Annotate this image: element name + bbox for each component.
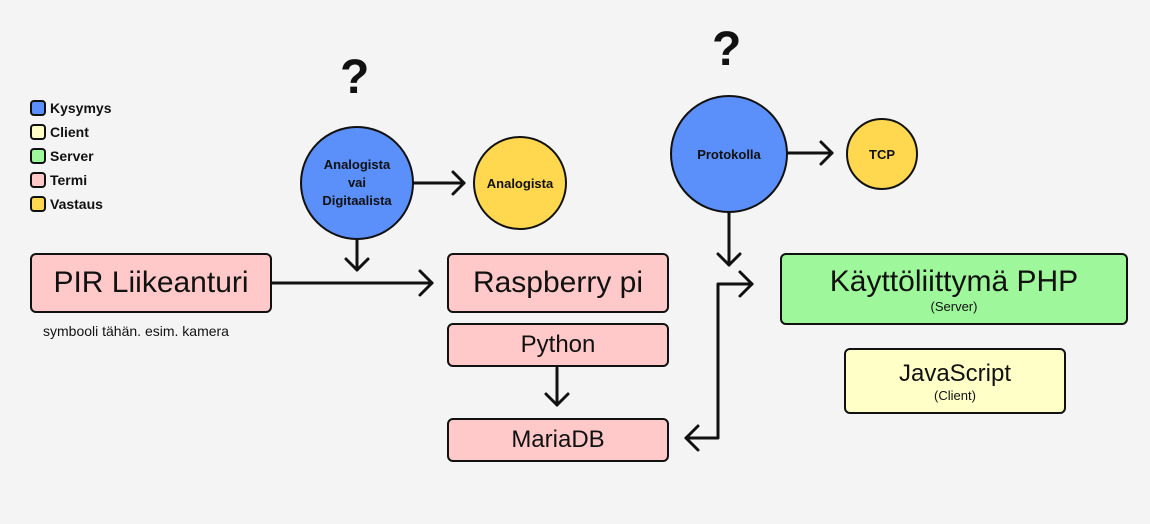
kayttoliittyma-sublabel: (Server) <box>930 298 978 314</box>
legend-label: Client <box>50 124 89 140</box>
mariadb-label: MariaDB <box>511 426 605 453</box>
answer-analogista: Analogista <box>473 136 567 230</box>
legend-label: Termi <box>50 172 88 188</box>
answer-label: Analogista <box>486 175 554 191</box>
legend-item-client: Client <box>30 120 112 144</box>
arrow-protokolla-down <box>716 208 742 267</box>
legend-item-kysymys: Kysymys <box>30 96 112 120</box>
legend-swatch <box>30 172 46 188</box>
arrow-python-to-mariadb <box>544 366 570 407</box>
arrow-question-to-signal <box>344 236 370 272</box>
legend-item-server: Server <box>30 144 112 168</box>
pir-node: PIR Liikeanturi <box>30 253 272 313</box>
legend-label: Vastaus <box>50 196 103 212</box>
javascript-sublabel: (Client) <box>934 387 976 403</box>
question-line: vai <box>347 175 367 190</box>
question-mark-1: ? <box>340 51 370 104</box>
legend-item-termi: Termi <box>30 168 112 192</box>
pir-note: symbooli tähän. esim. kamera <box>43 323 229 339</box>
legend-item-vastaus: Vastaus <box>30 192 112 216</box>
answer-label: TCP <box>869 146 895 162</box>
question-line: Analogista <box>323 157 391 172</box>
arrow-mariadb-kayttoliittyma <box>684 270 754 452</box>
arrow-question-to-analogista <box>412 170 466 196</box>
question-label: Protokolla <box>697 146 761 162</box>
pir-label: PIR Liikeanturi <box>53 266 249 299</box>
question-analogista-vai-digitaalista: Analogista vai Digitaalista <box>300 126 414 240</box>
question-line: Digitaalista <box>322 193 392 208</box>
question-mark-2: ? <box>712 23 742 76</box>
javascript-node: JavaScript (Client) <box>844 348 1066 414</box>
raspberry-node: Raspberry pi <box>447 253 669 313</box>
arrow-pir-to-raspberry <box>270 269 434 297</box>
legend-swatch <box>30 124 46 140</box>
question-protokolla: Protokolla <box>670 95 788 213</box>
legend: Kysymys Client Server Termi Vastaus <box>30 96 112 216</box>
kayttoliittyma-node: Käyttöliittymä PHP (Server) <box>780 253 1128 325</box>
legend-label: Kysymys <box>50 100 112 116</box>
raspberry-label: Raspberry pi <box>472 266 644 299</box>
answer-tcp: TCP <box>846 118 918 190</box>
legend-swatch <box>30 196 46 212</box>
python-label: Python <box>520 331 596 358</box>
arrow-protokolla-to-tcp <box>784 140 834 166</box>
javascript-label: JavaScript <box>898 359 1012 387</box>
kayttoliittyma-label: Käyttöliittymä PHP <box>829 264 1079 298</box>
mariadb-node: MariaDB <box>447 418 669 462</box>
legend-swatch <box>30 148 46 164</box>
legend-swatch <box>30 100 46 116</box>
legend-label: Server <box>50 148 94 164</box>
python-node: Python <box>447 323 669 367</box>
